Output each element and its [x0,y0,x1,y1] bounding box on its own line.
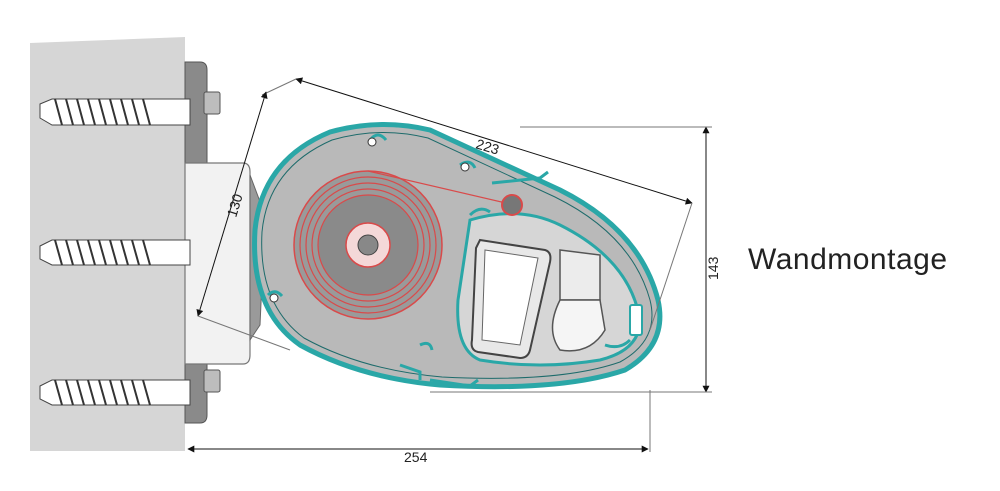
dimension-143-label: 143 [705,256,721,280]
screw-bottom [39,379,191,406]
dimension-223-label: 223 [474,136,501,158]
fabric-roll [293,170,523,320]
screw-middle [39,239,191,266]
dimension-130-label: 130 [224,192,246,219]
screw-top [39,98,191,126]
dimension-lines [187,77,712,453]
dimension-254-label: 254 [404,449,428,465]
caption-wandmontage: Wandmontage [748,243,948,276]
